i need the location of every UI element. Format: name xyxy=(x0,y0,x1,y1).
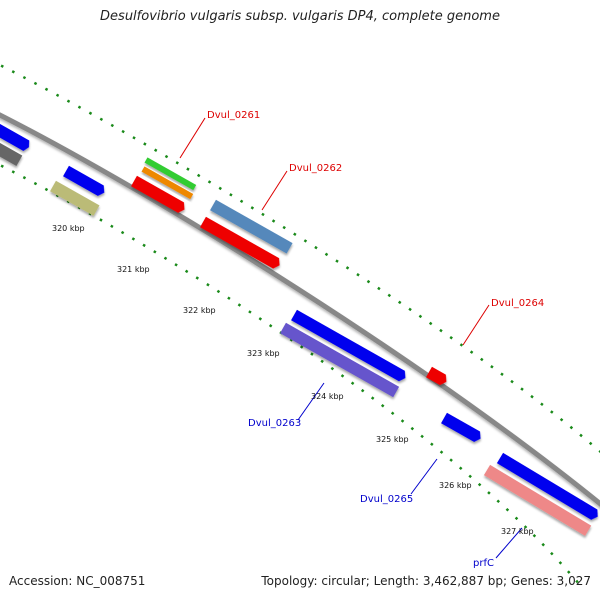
genome-backbone xyxy=(0,112,600,507)
gene-labels: Dvul_0261 Dvul_0262 Dvul_0264 Dvul_0263 … xyxy=(207,110,544,569)
gene-feature-steelblue[interactable] xyxy=(210,199,293,254)
tick-label: 321 kbp xyxy=(117,265,150,274)
gene-feature-gray-left[interactable] xyxy=(0,141,23,167)
tick-label: 326 kbp xyxy=(439,481,472,490)
gene-feature-blue-0263[interactable] xyxy=(291,309,408,383)
gene-label-dvul-0263[interactable]: Dvul_0263 xyxy=(248,418,301,429)
gene-feature-dvul-0263[interactable] xyxy=(280,322,400,398)
pointer-dvul-0262 xyxy=(261,170,288,211)
gene-feature-blue-320[interactable] xyxy=(63,165,107,198)
pointer-dvul-0264 xyxy=(462,304,490,346)
tick-label: 325 kbp xyxy=(376,435,409,444)
gene-feature-blue-left[interactable] xyxy=(0,122,32,153)
gene-feature-orange[interactable] xyxy=(141,166,194,200)
tick-label: 320 kbp xyxy=(52,224,85,233)
topology-text: Topology: circular; Length: 3,462,887 bp… xyxy=(261,574,591,588)
tick-label: 327 kbp xyxy=(501,527,534,536)
pointer-dvul-0261 xyxy=(179,117,206,159)
gene-feature-dvul-0264[interactable] xyxy=(426,366,449,387)
tick-label: 322 kbp xyxy=(183,306,216,315)
pointer-prfc xyxy=(495,527,523,559)
accession-text: Accession: NC_008751 xyxy=(9,574,146,588)
gene-feature-khaki[interactable] xyxy=(50,180,100,216)
gene-feature-prfc[interactable] xyxy=(483,464,592,536)
gene-features xyxy=(0,122,600,536)
map-title: Desulfovibrio vulgaris subsp. vulgaris D… xyxy=(100,9,500,24)
gene-label-dvul-0262[interactable]: Dvul_0262 xyxy=(289,163,342,174)
gene-feature-dvul-0262[interactable] xyxy=(200,216,283,271)
pointer-dvul-0263 xyxy=(297,382,325,421)
pointer-dvul-0265 xyxy=(410,458,438,495)
gene-feature-dvul-0261[interactable] xyxy=(131,175,187,215)
gene-label-dvul-0261[interactable]: Dvul_0261 xyxy=(207,110,260,121)
gene-feature-blue-right[interactable] xyxy=(496,452,600,522)
gene-feature-green[interactable] xyxy=(144,157,197,191)
gene-label-dvul-0264[interactable]: Dvul_0264 xyxy=(491,298,544,309)
gene-label-dvul-0265[interactable]: Dvul_0265 xyxy=(360,494,413,505)
inner-tick-arc xyxy=(0,163,581,586)
gene-feature-dvul-0265[interactable] xyxy=(441,412,483,444)
scale-tick-labels: 320 kbp 321 kbp 322 kbp 323 kbp 324 kbp … xyxy=(52,224,534,536)
outer-tick-arc xyxy=(0,63,600,454)
tick-label: 324 kbp xyxy=(311,392,344,401)
gene-label-prfc[interactable]: prfC xyxy=(473,558,494,569)
tick-label: 323 kbp xyxy=(247,349,280,358)
label-pointers xyxy=(179,117,523,559)
